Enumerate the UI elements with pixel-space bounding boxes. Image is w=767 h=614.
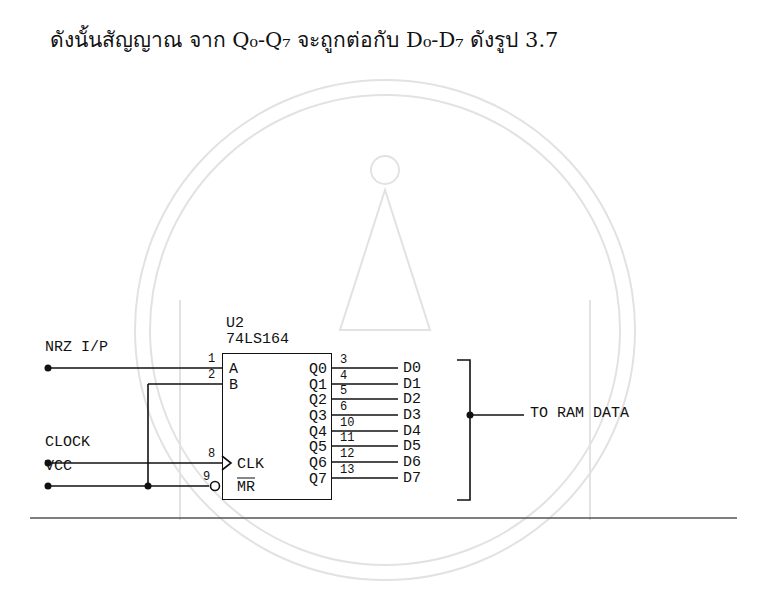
pin-name: Q1 bbox=[309, 378, 327, 393]
chip-label: 74LS164 bbox=[226, 332, 289, 347]
bus-line-name: D3 bbox=[403, 408, 421, 423]
pin-name: Q6 bbox=[309, 456, 327, 471]
pin-number: 6 bbox=[340, 401, 347, 413]
bus-line-name: D7 bbox=[403, 471, 421, 486]
pin-number: 4 bbox=[340, 370, 347, 382]
pin-name: B bbox=[229, 378, 238, 393]
destination-label: TO RAM DATA bbox=[530, 406, 629, 421]
signal-name: NRZ I/P bbox=[45, 340, 108, 355]
pin-name: MR bbox=[237, 480, 255, 495]
pin-name: Q2 bbox=[309, 393, 327, 408]
bus-line-name: D1 bbox=[403, 377, 421, 392]
pin-name: Q7 bbox=[309, 472, 327, 487]
chip-label: U2 bbox=[226, 316, 244, 331]
bus-line-name: D4 bbox=[403, 424, 421, 439]
pin-number: 13 bbox=[340, 464, 354, 476]
bus-line-name: D0 bbox=[403, 361, 421, 376]
pin-name: Q3 bbox=[309, 409, 327, 424]
ic-chip: U274LS164ABCLKMRQ0Q1Q2Q3Q4Q5Q6Q7 bbox=[222, 353, 332, 500]
signal-name: CLOCK bbox=[45, 435, 90, 450]
pin-number: 9 bbox=[203, 471, 210, 483]
pin-name: Q0 bbox=[309, 362, 327, 377]
watermark bbox=[135, 80, 635, 580]
pin-number: 2 bbox=[208, 369, 215, 381]
pin-number: 12 bbox=[340, 448, 354, 460]
pin-name: Q4 bbox=[309, 425, 327, 440]
pin-number: 8 bbox=[208, 448, 215, 460]
signal-name: VCC bbox=[45, 459, 72, 474]
pin-name: Q5 bbox=[309, 440, 327, 455]
bus-line-name: D2 bbox=[403, 392, 421, 407]
bus-line-name: D6 bbox=[403, 455, 421, 470]
pin-name: A bbox=[229, 362, 238, 377]
pin-number: 10 bbox=[340, 417, 354, 429]
pin-number: 11 bbox=[340, 432, 354, 444]
pin-number: 1 bbox=[208, 353, 215, 365]
pin-number: 3 bbox=[340, 354, 347, 366]
pin-number: 5 bbox=[340, 385, 347, 397]
heading-text: ดังนั้นสัญญาณ จาก Q₀-Q₇ จะถูกต่อกับ D₀-D… bbox=[50, 30, 558, 51]
pin-name: CLK bbox=[237, 457, 264, 472]
bus-line-name: D5 bbox=[403, 439, 421, 454]
